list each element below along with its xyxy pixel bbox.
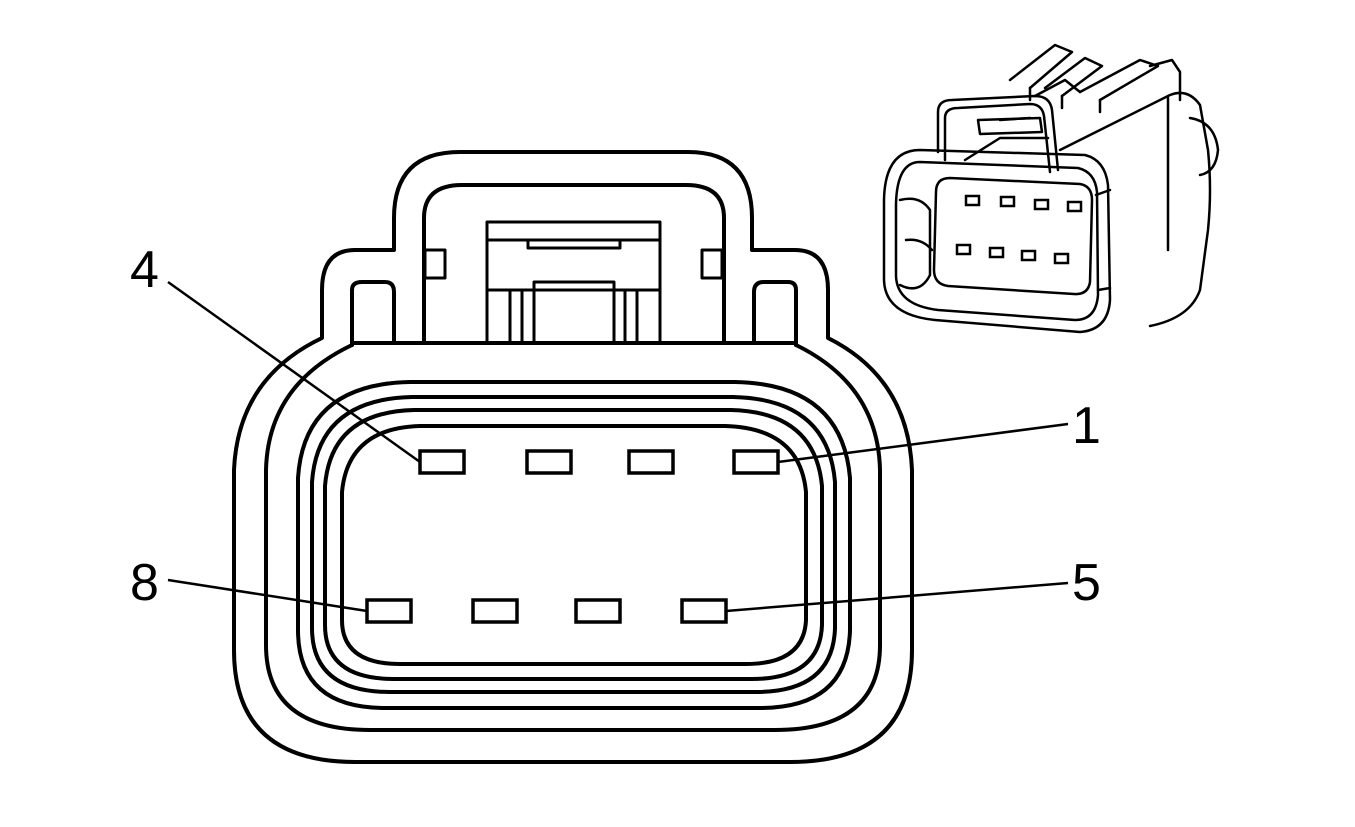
latch-tower — [422, 183, 726, 345]
face-cavity — [340, 424, 808, 666]
lock-post-right — [752, 280, 798, 347]
terminal-cavity-5 — [680, 598, 728, 624]
tower-tab-left — [423, 248, 447, 280]
seal-inner — [323, 408, 824, 681]
leader-line-5 — [725, 581, 1069, 613]
terminal-cavity-8 — [365, 598, 413, 624]
leader-line-8 — [167, 578, 368, 613]
connector-isometric-view — [882, 43, 1220, 334]
iso-rear-ribs — [1008, 43, 1182, 114]
iso-cavity-6 — [1020, 249, 1037, 262]
iso-cavity-5 — [1053, 252, 1070, 265]
latch-body — [485, 220, 662, 345]
terminal-cavity-1 — [732, 449, 780, 475]
housing-outer — [232, 150, 914, 764]
iso-cavity-8 — [955, 243, 972, 256]
iso-cavity-7 — [988, 246, 1005, 259]
connector-face — [232, 150, 914, 764]
terminal-cavity-6 — [574, 598, 622, 624]
seal-outer — [296, 380, 852, 710]
iso-cavity-3 — [999, 195, 1016, 208]
terminal-cavity-3 — [525, 449, 573, 475]
iso-front-housing — [882, 148, 1112, 334]
housing-inner — [264, 343, 882, 732]
pin-label-4: 4 — [130, 241, 159, 299]
seal-middle — [310, 395, 837, 694]
iso-rear-body — [1058, 91, 1212, 328]
pin-label-5: 5 — [1072, 554, 1101, 612]
iso-cavity-4 — [964, 194, 981, 207]
iso-cavity-1 — [1066, 200, 1083, 213]
pin-label-1: 1 — [1072, 397, 1101, 455]
tower-tab-right — [700, 248, 724, 280]
lock-post-left — [350, 280, 396, 347]
terminal-cavity-2 — [627, 449, 675, 475]
pin-callouts: 4 1 8 5 — [130, 241, 1101, 613]
iso-latch — [936, 94, 1060, 172]
iso-side-boss — [1188, 116, 1220, 177]
iso-front-face — [932, 176, 1094, 296]
pin-label-8: 8 — [130, 554, 159, 612]
terminal-cavity-4 — [418, 449, 466, 475]
leader-line-4 — [167, 280, 421, 464]
iso-cavity-2 — [1033, 198, 1050, 211]
leader-line-1 — [777, 422, 1069, 464]
terminal-cavity-7 — [471, 598, 519, 624]
